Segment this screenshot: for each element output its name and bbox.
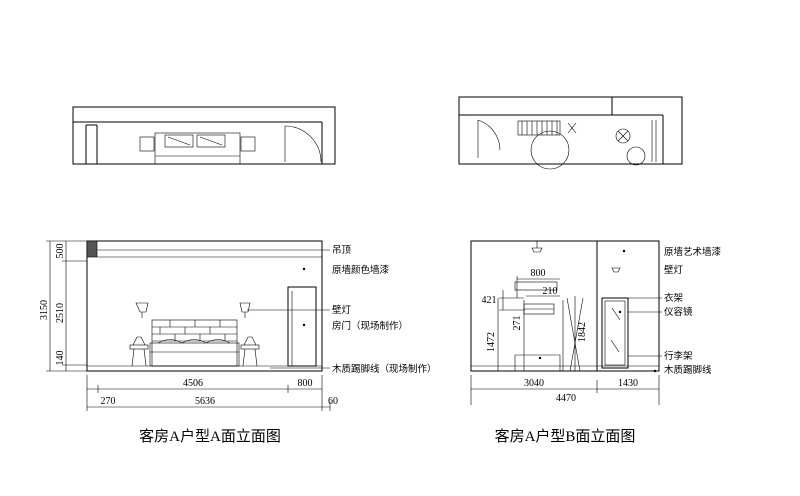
dim-a-60: 60 [328, 396, 338, 407]
label-door: 房门（现场制作） [332, 320, 408, 332]
ceiling-block [86, 240, 98, 258]
label-mirror: 仪容镜 [664, 306, 693, 318]
label-skirting-b: 木质踢脚线 [664, 364, 712, 376]
dim-a-3150: 3150 [39, 300, 50, 320]
elevation-b [470, 240, 662, 405]
dim-a-5636: 5636 [195, 396, 215, 407]
plan-a [72, 106, 336, 165]
dim-b-421: 421 [482, 295, 497, 306]
caption-elevation-a: 客房A户型A面立面图 [139, 428, 281, 445]
dim-a-500: 500 [55, 244, 66, 259]
dim-b-1472: 1472 [486, 332, 497, 352]
label-art-paint: 原墙艺术墙漆 [664, 246, 722, 258]
dim-a-800: 800 [298, 378, 313, 389]
dim-a-270: 270 [101, 396, 116, 407]
elevation-a [46, 240, 331, 411]
label-wall-lamp-b: 壁灯 [664, 264, 684, 276]
dim-b-1430: 1430 [618, 378, 638, 389]
dim-b-1842: 1842 [577, 322, 588, 342]
label-skirting-a: 木质踢脚线（现场制作） [332, 363, 437, 375]
dim-b-3040: 3040 [524, 378, 544, 389]
dim-b-271: 271 [512, 316, 523, 331]
label-luggage-rack: 行李架 [664, 350, 693, 362]
dim-a-2510: 2510 [55, 303, 66, 323]
label-clothes-rack: 衣架 [664, 292, 684, 304]
label-ceiling: 吊顶 [332, 245, 352, 256]
label-wall-lamp-a: 壁灯 [332, 304, 352, 316]
label-wall-paint: 原墙颜色墙漆 [332, 264, 390, 276]
dim-b-210: 210 [543, 286, 558, 297]
caption-elevation-b: 客房A户型B面立面图 [495, 428, 636, 445]
dim-b-800: 800 [531, 268, 546, 279]
dim-a-4506: 4506 [183, 378, 203, 389]
dim-b-4470: 4470 [556, 393, 576, 404]
dim-a-140: 140 [55, 351, 66, 366]
plan-b [458, 96, 683, 170]
